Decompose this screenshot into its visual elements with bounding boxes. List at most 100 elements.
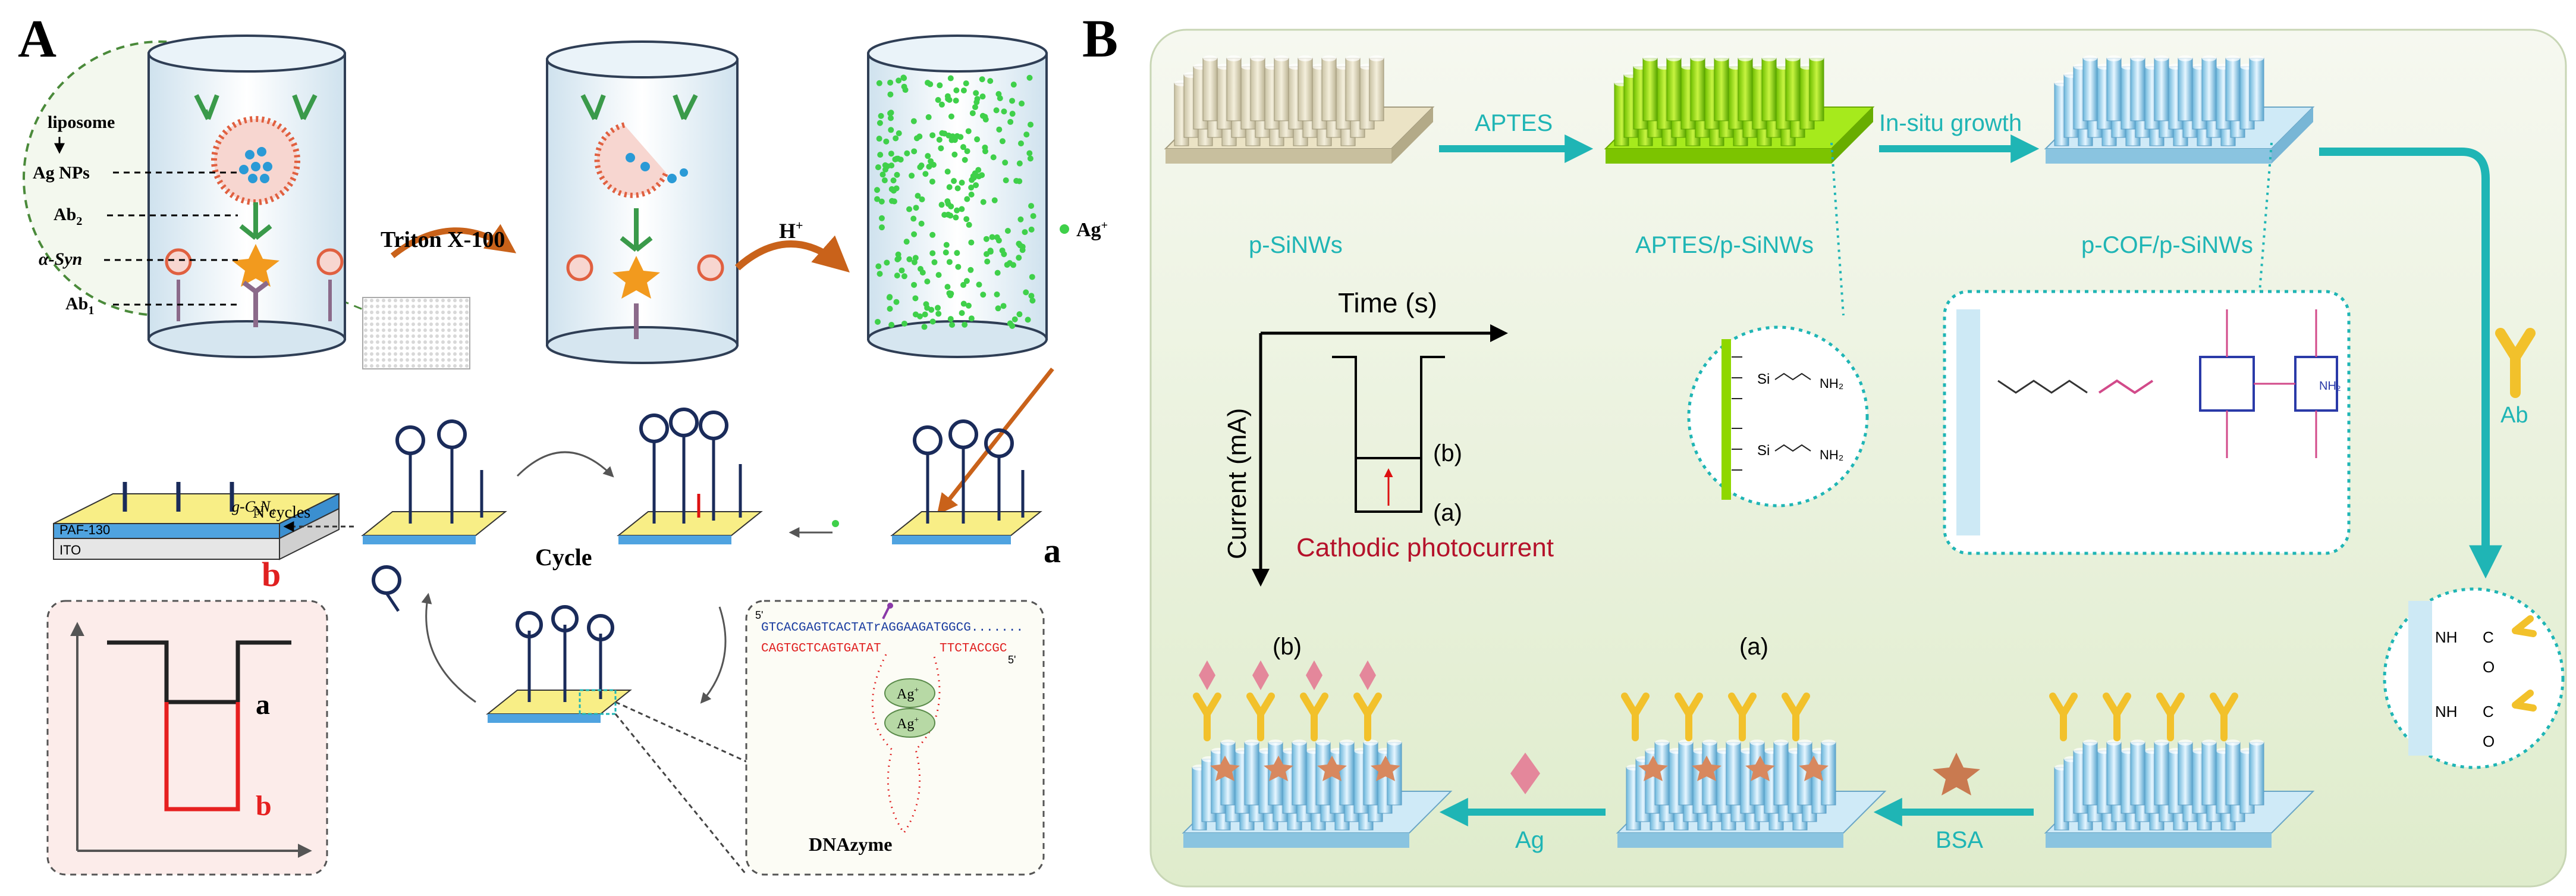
- nanowire-pillar: [1274, 58, 1289, 121]
- nanowire-pillar: [1642, 58, 1658, 121]
- nanowire-top: [1762, 55, 1776, 61]
- nanowire-top: [2202, 740, 2216, 745]
- antibody-zoom: NH C O NH C O: [2383, 587, 2565, 769]
- nanowire-pillar: [1738, 58, 1753, 121]
- nanowire-top: [2178, 55, 2192, 61]
- silver-ion-dot: [995, 305, 1001, 312]
- label-ab1: Ab1: [65, 294, 94, 317]
- nanowire-pillar: [2082, 58, 2098, 121]
- silver-ion-dot: [1016, 160, 1023, 167]
- silver-ion-dot: [1019, 247, 1026, 253]
- nanowire-top: [1251, 55, 1265, 61]
- silver-ion-dot: [882, 162, 888, 168]
- silver-ion-dot: [906, 206, 913, 212]
- nanowire-top: [2202, 55, 2216, 61]
- silver-ion-dot: [948, 113, 954, 120]
- antibody-icon: [1621, 693, 1650, 741]
- silver-ion-dot: [1023, 289, 1029, 296]
- cylinder-2: [546, 40, 739, 364]
- silver-ion-dot: [980, 199, 987, 205]
- silver-ion-dot: [947, 75, 954, 82]
- nanowire-top: [1369, 55, 1384, 61]
- silver-ion-dot: [1026, 150, 1033, 156]
- silver-ion-dot: [931, 259, 938, 265]
- ag-circle-2: Ag+: [897, 716, 919, 732]
- nanowire-pillar: [1785, 58, 1801, 121]
- silver-ion-dot: [960, 144, 966, 151]
- label-aptes-psinws: APTES/p-SiNWs: [1635, 232, 1814, 258]
- silver-ion-dot: [1030, 213, 1036, 220]
- silver-ion-dot: [946, 184, 953, 190]
- nanowire-top: [1292, 740, 1306, 745]
- silver-ion-dot: [928, 158, 934, 164]
- silver-ion-dot: [877, 271, 883, 277]
- silver-ion-dot: [962, 156, 968, 163]
- nanowire-pillar: [1321, 58, 1337, 121]
- silver-ion-dot: [913, 205, 919, 211]
- panel-a-left-labels: liposome Ag NPs Ab2 α-Syn Ab1: [33, 112, 238, 317]
- nanowire-top: [2083, 740, 2097, 745]
- silver-ion-dot: [895, 155, 901, 162]
- antibody-icon: [1782, 693, 1810, 741]
- nanowire-top: [1245, 740, 1259, 745]
- silver-ion-dot: [924, 278, 931, 285]
- silver-ion-dot: [997, 95, 1003, 102]
- antibody-icon: [1246, 693, 1275, 741]
- silver-ion-dot: [888, 162, 895, 169]
- silver-ion-dot: [953, 98, 959, 104]
- label-ag: Ag: [1515, 827, 1544, 853]
- silver-ion-dot: [935, 305, 941, 311]
- c-label-2: C: [2483, 703, 2494, 720]
- silver-ion-dot: [1028, 226, 1035, 233]
- seq-bottom2: TTCTACCGC: [940, 642, 1007, 656]
- nanowire-top: [1274, 55, 1289, 61]
- silver-ion-dot: [935, 96, 941, 103]
- silver-ion-dot: [922, 171, 929, 177]
- silver-ion-dot: [993, 107, 1000, 114]
- silver-ion-dot: [1028, 203, 1035, 209]
- silver-ion-dot: [949, 322, 956, 328]
- nanowire-pillar: [1690, 58, 1705, 121]
- silver-ion-dot: [935, 311, 942, 317]
- psinws-block: p-SiNWs: [1164, 55, 1435, 258]
- silver-ion-dot: [990, 154, 997, 161]
- silver-ion-dot: [945, 211, 951, 218]
- silver-ion-dot: [1003, 177, 1009, 184]
- nanowire-top: [1340, 740, 1354, 745]
- si-label-2: Si: [1757, 443, 1770, 459]
- silver-ion-dot: [965, 302, 972, 309]
- nanowire-pillar: [1666, 58, 1682, 121]
- label-ab2: Ab2: [54, 205, 82, 228]
- o-label-1: O: [2483, 658, 2495, 676]
- label-agplus: Ag+: [1076, 219, 1108, 241]
- silver-ion-dot: [1004, 262, 1010, 268]
- bsa-star: [1371, 756, 1400, 781]
- long-teal-arrow: [2319, 148, 2502, 579]
- silver-ion-dot: [994, 291, 1000, 297]
- label-b-red: b: [262, 555, 281, 594]
- o-label-2: O: [2483, 732, 2495, 750]
- silver-ion-dot: [882, 166, 888, 173]
- label-aptes-arrow: APTES: [1475, 110, 1553, 136]
- silver-ion-dot: [926, 164, 932, 170]
- silver-ion-dot: [1025, 317, 1031, 323]
- silver-ion-dot: [1019, 101, 1025, 107]
- silver-ion-dot: [963, 216, 970, 223]
- silver-ion-dot: [884, 259, 890, 266]
- silver-ion-dot: [968, 315, 975, 322]
- silver-ion-dot: [954, 185, 961, 192]
- silver-ion-dot: [968, 184, 975, 191]
- silver-ion-dot: [878, 224, 885, 231]
- silver-ion-dot: [881, 177, 888, 184]
- label-ito: ITO: [59, 543, 81, 557]
- nanowire-pillar: [2130, 742, 2145, 806]
- silver-ion-dot: [987, 248, 994, 254]
- antibody-icon: [2210, 693, 2238, 741]
- silver-ion-dot: [944, 168, 951, 175]
- silver-ion-dot: [974, 136, 981, 143]
- silver-ion-dot: [935, 272, 942, 278]
- silver-ion-dot: [895, 251, 901, 258]
- silver-ion-dot: [982, 116, 989, 123]
- nanowire-top: [1643, 55, 1657, 61]
